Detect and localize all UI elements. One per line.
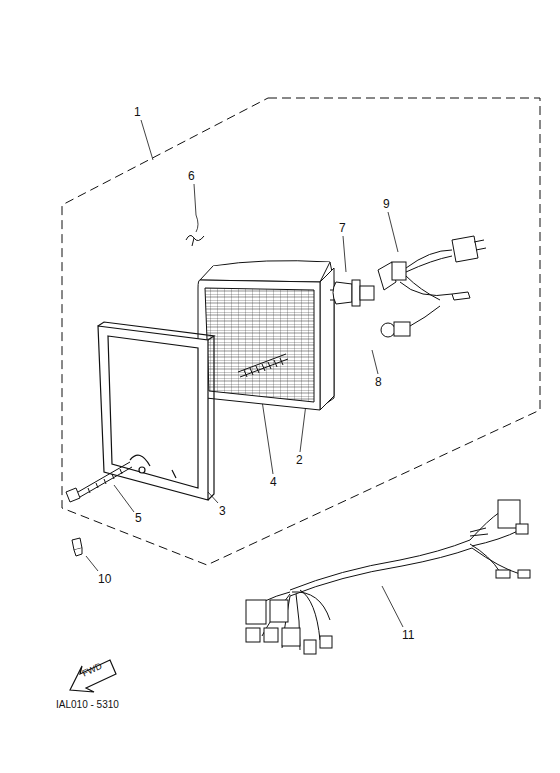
wire-harness (246, 600, 266, 624)
leader-line (86, 120, 403, 627)
bulb-clip (186, 235, 204, 246)
wire-harness (496, 570, 510, 578)
bulb-clip (186, 235, 204, 246)
wire-harness (470, 528, 488, 536)
headlight-rim (98, 326, 208, 500)
headlight-rim (130, 455, 176, 478)
mounting-screw (66, 488, 80, 502)
auxiliary-bulb (381, 323, 395, 337)
callout-number: 6 (188, 170, 195, 182)
figure-code: IAL010 - 5310 (56, 700, 119, 710)
headlight-unit (198, 280, 320, 410)
bulb-socket (392, 262, 406, 280)
nut (74, 548, 82, 556)
leader-line (343, 236, 346, 272)
wire-harness (246, 628, 260, 642)
mounting-screw (78, 462, 132, 497)
adjusting-screw (238, 354, 288, 377)
wire-harness (290, 548, 472, 596)
callout-number: 3 (219, 505, 226, 517)
leader-line (388, 212, 398, 252)
wire-harness (516, 524, 528, 534)
leader-line (114, 485, 134, 512)
bulb-socket (474, 240, 486, 250)
wire-harness (304, 640, 316, 654)
callout-number: 7 (339, 222, 346, 234)
headlight-unit (198, 261, 342, 410)
bulb-socket (378, 236, 486, 300)
wire-harness (320, 636, 332, 648)
auxiliary-bulb (381, 306, 440, 337)
callout-number: 11 (402, 629, 414, 641)
auxiliary-bulb (410, 306, 440, 326)
auxiliary-bulb (394, 322, 410, 336)
leader-line (382, 586, 403, 627)
callout-number: 9 (383, 198, 390, 210)
adjusting-screw (244, 358, 283, 377)
leader-line (300, 404, 306, 452)
nut (72, 538, 82, 550)
headlight-rim (108, 336, 198, 488)
wire-harness (246, 500, 530, 654)
headlight-rim (98, 322, 214, 500)
callout-number: 10 (98, 573, 111, 585)
headlight-unit (200, 262, 330, 282)
wire-harness (270, 600, 288, 622)
wire-harness (264, 628, 278, 642)
leader-line (141, 120, 153, 160)
headlight-bulb (333, 282, 352, 304)
assembly-outline (62, 98, 540, 565)
mounting-screw (88, 469, 122, 493)
wire-harness (282, 628, 300, 646)
callout-number: 2 (296, 454, 303, 466)
headlight-unit (320, 268, 334, 410)
callout-number: 8 (375, 376, 382, 388)
leader-line (194, 184, 198, 232)
nut (72, 538, 82, 556)
headlight-rim (98, 322, 214, 500)
leader-line (86, 556, 98, 571)
forward-arrow (70, 660, 116, 692)
headlight-bulb (333, 280, 374, 306)
callout-number: 1 (134, 106, 141, 118)
wire-harness (518, 570, 530, 578)
bulb-socket (452, 236, 478, 262)
headlight-bulb (360, 286, 374, 300)
forward-arrow (70, 660, 116, 692)
headlight-unit (205, 288, 314, 402)
leader-line (208, 492, 218, 503)
adjusting-screw (238, 354, 288, 377)
assembly-outline (62, 98, 540, 565)
mounting-screw (66, 462, 132, 502)
wire-harness (290, 540, 470, 590)
headlight-bulb (352, 280, 360, 306)
bulb-socket (452, 292, 470, 300)
leader-line (372, 350, 378, 374)
callout-number: 5 (135, 512, 142, 524)
callout-number: 4 (270, 476, 277, 488)
headlight-rim (139, 467, 145, 473)
bulb-socket (400, 250, 452, 300)
